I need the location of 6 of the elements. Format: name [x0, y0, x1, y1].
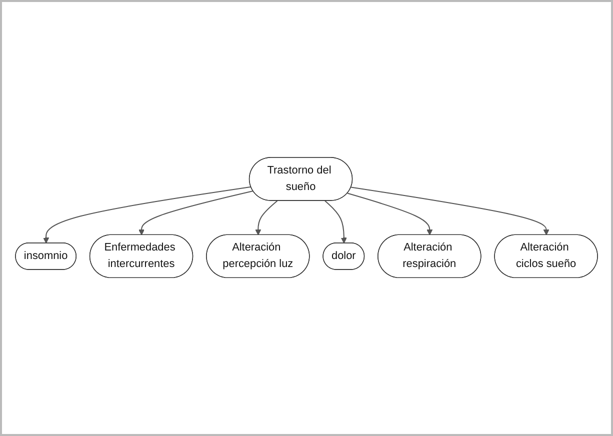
arrow	[351, 187, 550, 236]
arrow	[324, 200, 347, 244]
arrow	[43, 186, 252, 244]
arrow	[347, 193, 433, 236]
arrow	[255, 200, 278, 236]
arrow	[138, 190, 254, 236]
